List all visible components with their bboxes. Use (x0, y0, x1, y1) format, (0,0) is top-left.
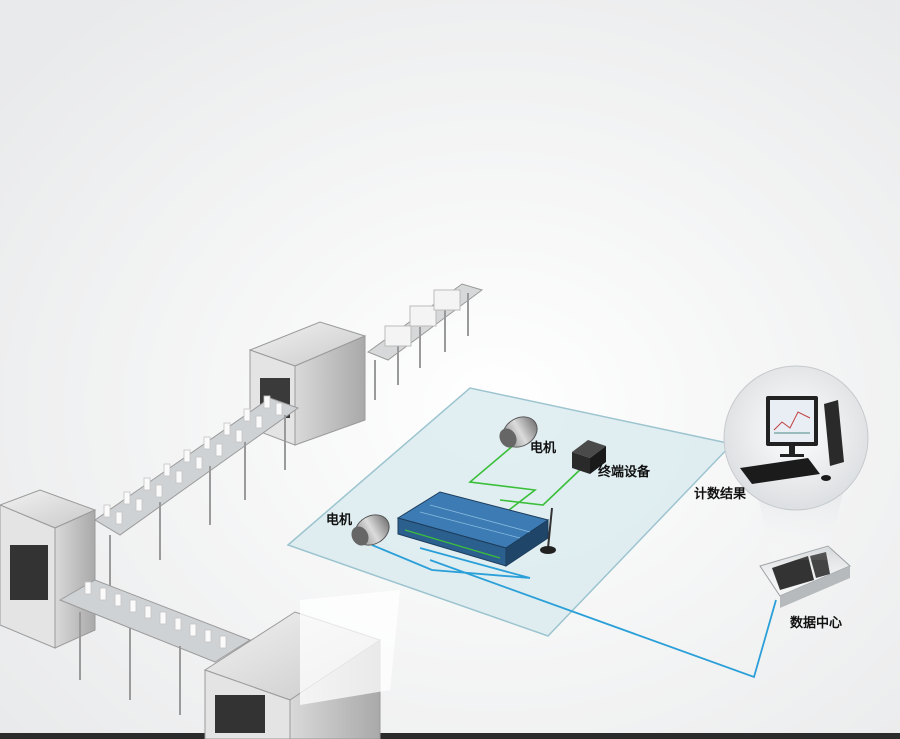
terminal-device-box[interactable] (572, 440, 606, 474)
motor-top-device[interactable] (496, 411, 543, 453)
label-motor-left: 电机 (326, 512, 352, 528)
green-link-lines (468, 443, 586, 521)
conveyor-front (0, 489, 400, 739)
motor-left-device[interactable] (348, 509, 395, 551)
blue-link-lines (371, 544, 777, 679)
io-module[interactable] (396, 491, 550, 567)
computer-circle[interactable] (723, 365, 869, 511)
conveyor-back (94, 283, 484, 590)
bottom-bar (0, 733, 900, 739)
label-data-center: 数据中心 (790, 615, 842, 631)
label-count-result: 计数结果 (694, 486, 746, 502)
label-motor-top: 电机 (530, 440, 556, 456)
antenna-icon (540, 507, 556, 554)
label-terminal-device: 终端设备 (598, 464, 651, 480)
